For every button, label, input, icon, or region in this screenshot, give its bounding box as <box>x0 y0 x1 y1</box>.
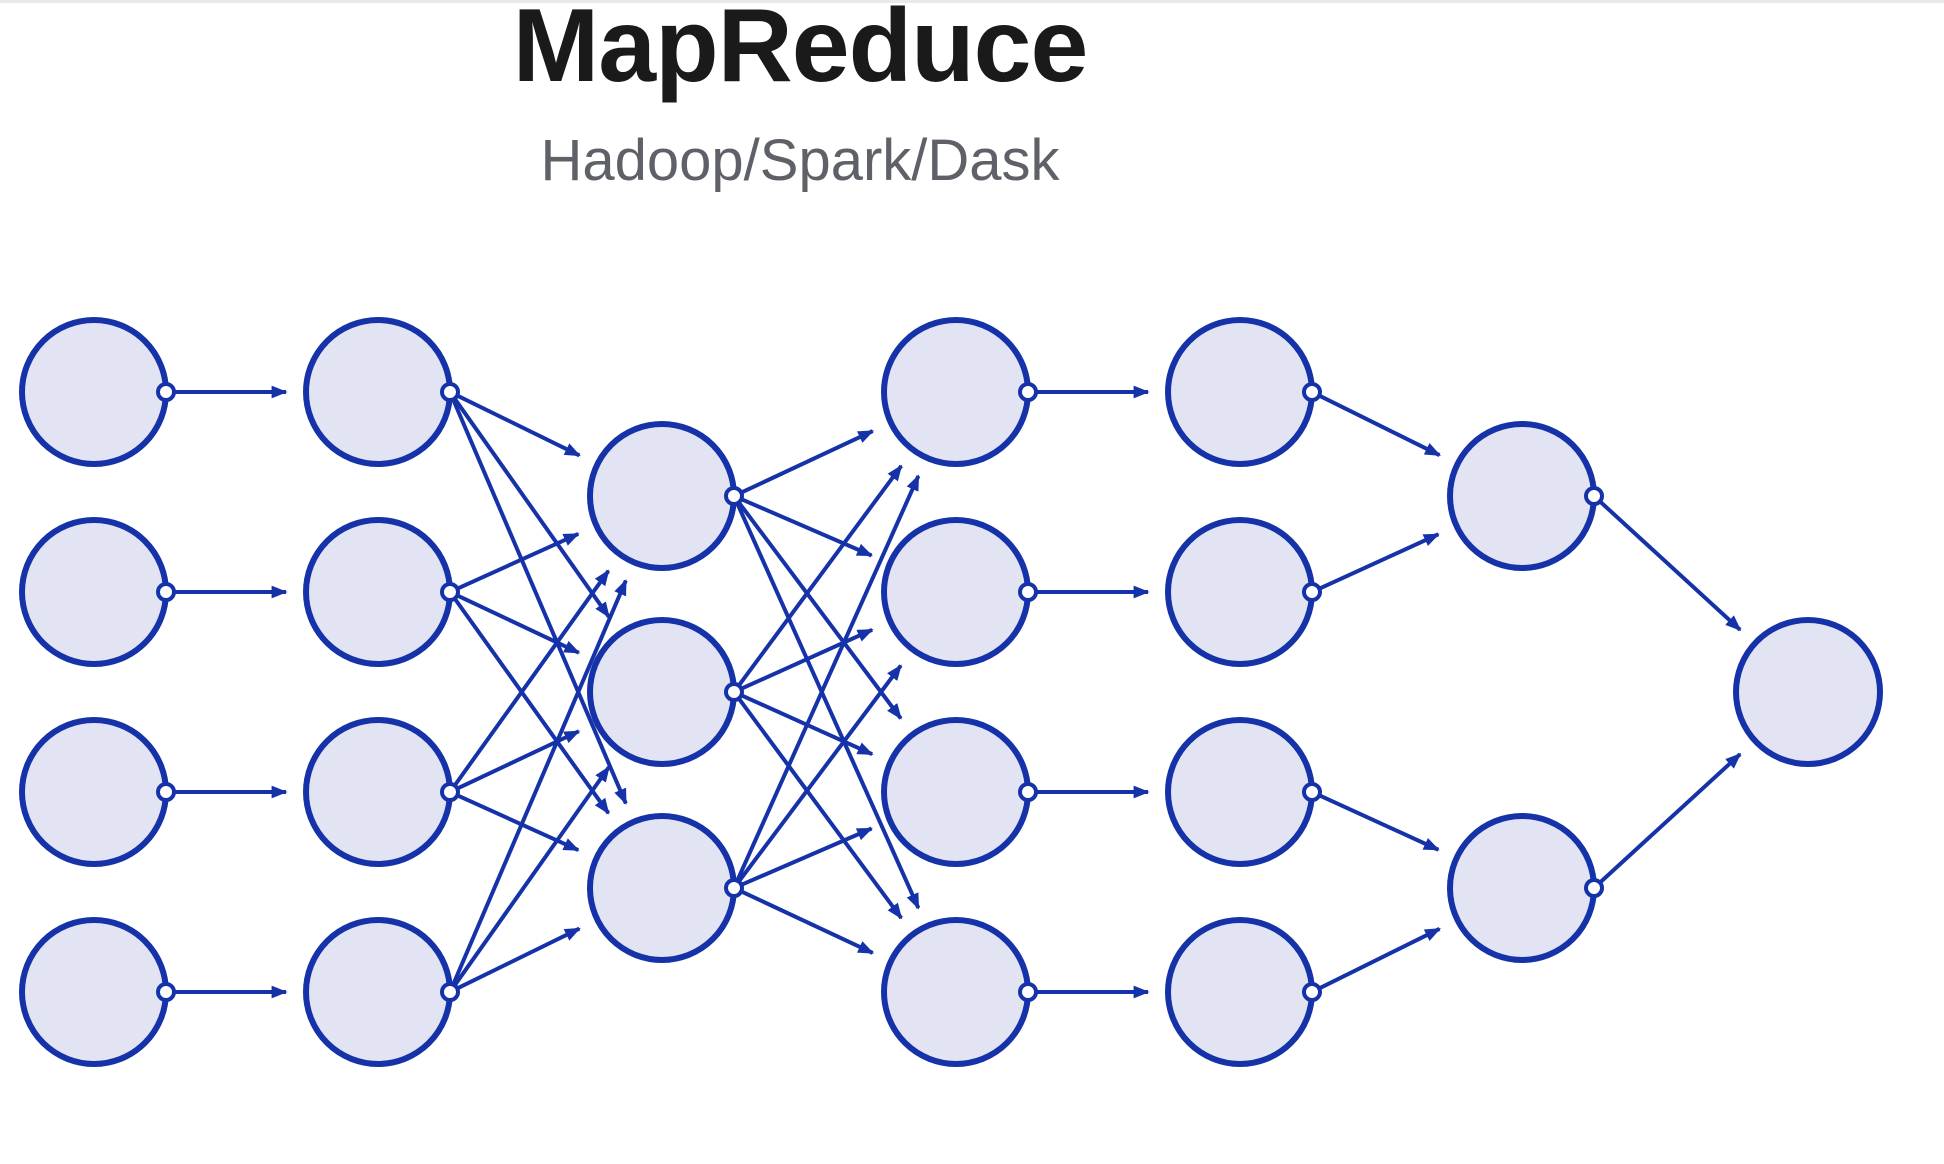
port-2-1 <box>724 682 744 702</box>
edge-2-0-to-3-0 <box>740 429 875 495</box>
node-2-2 <box>587 813 737 963</box>
node-5-0 <box>1447 421 1597 571</box>
edges-layer <box>174 385 1742 999</box>
port-3-3 <box>1018 982 1038 1002</box>
edge-1-2-to-2-2 <box>456 793 580 852</box>
edge-2-2-to-3-2 <box>740 826 874 887</box>
node-1-0 <box>303 317 453 467</box>
node-3-3 <box>881 917 1031 1067</box>
node-4-2 <box>1165 717 1315 867</box>
edge-1-0-to-2-2 <box>451 398 628 805</box>
port-2-2 <box>724 878 744 898</box>
node-1-1 <box>303 517 453 667</box>
edge-1-0-to-2-0 <box>456 393 581 458</box>
page-title: MapReduce <box>512 0 1089 104</box>
edge-2-1-to-3-3 <box>737 697 903 920</box>
page-subtitle: Hadoop/Spark/Dask <box>540 128 1060 193</box>
port-3-1 <box>1018 582 1038 602</box>
edge-1-3-to-2-2 <box>456 926 581 991</box>
edge-1-2-to-2-0 <box>453 569 611 787</box>
edge-2-2-to-3-3 <box>740 889 875 955</box>
port-4-3 <box>1302 982 1322 1002</box>
port-2-0 <box>724 486 744 506</box>
edge-2-0-to-3-3 <box>735 502 921 910</box>
node-0-1 <box>19 517 169 667</box>
edge-4-3-to-5-1 <box>1318 927 1441 991</box>
node-1-2 <box>303 717 453 867</box>
node-3-2 <box>881 717 1031 867</box>
port-4-1 <box>1302 582 1322 602</box>
edge-2-2-to-3-1 <box>737 664 903 883</box>
port-4-0 <box>1302 382 1322 402</box>
port-0-0 <box>156 382 176 402</box>
port-1-2 <box>440 782 460 802</box>
port-1-3 <box>440 982 460 1002</box>
node-6-0 <box>1733 617 1883 767</box>
port-3-0 <box>1018 382 1038 402</box>
node-4-0 <box>1165 317 1315 467</box>
edge-2-2-to-3-0 <box>735 474 921 882</box>
edge-2-1-to-3-0 <box>737 464 903 687</box>
edge-4-1-to-5-0 <box>1318 532 1440 591</box>
port-0-3 <box>156 982 176 1002</box>
edge-4-2-to-5-1 <box>1318 793 1440 852</box>
node-3-0 <box>881 317 1031 467</box>
node-5-1 <box>1447 813 1597 963</box>
port-0-2 <box>156 782 176 802</box>
node-4-1 <box>1165 517 1315 667</box>
top-divider <box>0 0 1944 3</box>
ports-layer <box>156 382 1604 1002</box>
edge-1-2-to-2-1 <box>456 729 581 791</box>
nodes-layer <box>19 317 1883 1067</box>
node-3-1 <box>881 517 1031 667</box>
node-4-3 <box>1165 917 1315 1067</box>
port-5-0 <box>1584 486 1604 506</box>
edge-4-0-to-5-0 <box>1318 393 1441 457</box>
edge-2-0-to-3-1 <box>740 497 874 558</box>
port-1-1 <box>440 582 460 602</box>
edge-1-3-to-2-1 <box>452 765 611 987</box>
node-0-3 <box>19 917 169 1067</box>
edge-5-1-to-6-0 <box>1598 752 1742 885</box>
edge-1-1-to-2-2 <box>453 597 611 815</box>
edge-2-1-to-3-1 <box>740 627 874 691</box>
node-1-3 <box>303 917 453 1067</box>
port-5-1 <box>1584 878 1604 898</box>
port-4-2 <box>1302 782 1322 802</box>
node-0-0 <box>19 317 169 467</box>
edge-1-1-to-2-1 <box>456 593 581 655</box>
edge-2-0-to-3-2 <box>737 501 903 720</box>
edge-1-0-to-2-1 <box>452 397 611 619</box>
edge-1-1-to-2-0 <box>456 532 580 591</box>
edge-5-0-to-6-0 <box>1598 499 1742 632</box>
port-0-1 <box>156 582 176 602</box>
node-0-2 <box>19 717 169 867</box>
port-3-2 <box>1018 782 1038 802</box>
edge-1-3-to-2-0 <box>451 579 628 986</box>
node-2-0 <box>587 421 737 571</box>
port-1-0 <box>440 382 460 402</box>
node-2-1 <box>587 617 737 767</box>
